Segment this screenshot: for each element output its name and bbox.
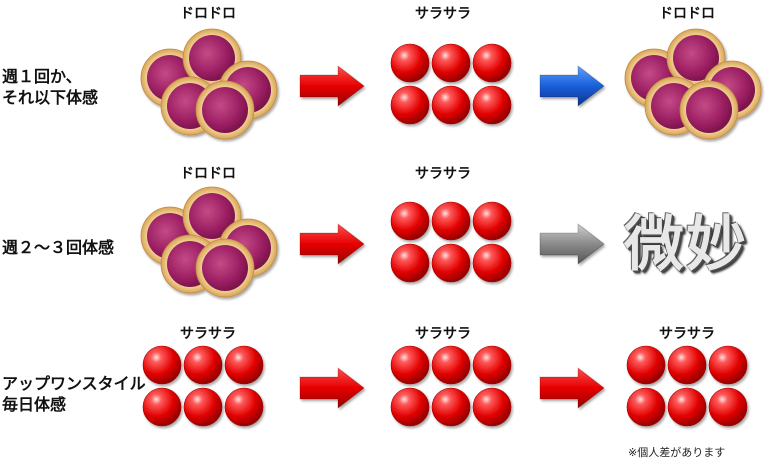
- clumped-cell-core: [189, 193, 235, 239]
- row1-red-right-arrow-icon-1: [299, 65, 365, 107]
- red-blood-cell: [472, 85, 512, 125]
- outcome-subtle-text: 微妙: [624, 210, 748, 280]
- row3-col1-red-blood-cells-separated-icon: [142, 345, 264, 427]
- row1-col3-red-blood-cells-clumped-icon: [624, 28, 762, 140]
- clumped-cell-core: [673, 35, 719, 81]
- row3-red-right-arrow-icon-1: [299, 367, 365, 409]
- row-label-daily: アップワンスタイル 毎日体感: [2, 374, 146, 414]
- row-label-weekly-once: 週１回か、 それ以下体感: [2, 67, 99, 107]
- row3-col3-red-blood-cells-separated-icon: [626, 345, 748, 427]
- red-blood-cell: [626, 387, 666, 427]
- red-blood-cell: [626, 345, 666, 385]
- clumped-cell-core: [189, 35, 235, 81]
- red-blood-cell: [390, 387, 430, 427]
- red-blood-cell: [431, 387, 471, 427]
- red-blood-cell: [390, 201, 430, 241]
- red-blood-cell: [431, 201, 471, 241]
- red-blood-cell: [431, 85, 471, 125]
- row1-blue-right-arrow-icon-2: [539, 65, 605, 107]
- red-blood-cell: [667, 345, 707, 385]
- red-blood-cell: [142, 387, 182, 427]
- red-blood-cell: [224, 345, 264, 385]
- clumped-cell-core: [202, 87, 248, 133]
- red-blood-cell: [390, 85, 430, 125]
- red-blood-cell: [667, 387, 707, 427]
- row3-red-right-arrow-icon-2: [539, 367, 605, 409]
- row1-col2-red-blood-cells-separated-icon: [390, 43, 512, 125]
- disclaimer-note: ※個人差があります: [628, 446, 726, 459]
- state-label-r2-c1: ドロドロ: [180, 166, 236, 182]
- red-blood-cell: [183, 387, 223, 427]
- red-blood-cell: [390, 43, 430, 83]
- row3-col2-red-blood-cells-separated-icon: [390, 345, 512, 427]
- red-blood-cell: [472, 43, 512, 83]
- row2-col1-red-blood-cells-clumped-icon: [140, 186, 278, 298]
- red-blood-cell: [431, 345, 471, 385]
- red-blood-cell: [708, 387, 748, 427]
- red-blood-cell: [390, 345, 430, 385]
- red-blood-cell: [472, 387, 512, 427]
- red-blood-cell: [142, 345, 182, 385]
- state-label-r1-c2: サラサラ: [415, 6, 471, 22]
- clumped-cell-core: [202, 245, 248, 291]
- state-label-r2-c2: サラサラ: [415, 166, 471, 182]
- red-blood-cell: [472, 345, 512, 385]
- state-label-r1-c3: ドロドロ: [659, 6, 715, 22]
- row2-col2-red-blood-cells-separated-icon: [390, 201, 512, 283]
- row1-col1-red-blood-cells-clumped-icon: [140, 28, 278, 140]
- red-blood-cell: [390, 243, 430, 283]
- red-blood-cell: [224, 387, 264, 427]
- state-label-r3-c2: サラサラ: [415, 326, 471, 342]
- red-blood-cell: [472, 243, 512, 283]
- row-label-weekly-2-3: 週２〜３回体感: [2, 238, 115, 257]
- row2-gray-right-arrow-icon-2: [539, 223, 605, 265]
- clumped-cell-core: [686, 87, 732, 133]
- red-blood-cell: [472, 201, 512, 241]
- red-blood-cell: [183, 345, 223, 385]
- red-blood-cell: [431, 243, 471, 283]
- state-label-r3-c3: サラサラ: [659, 326, 715, 342]
- row2-red-right-arrow-icon-1: [299, 223, 365, 265]
- red-blood-cell: [708, 345, 748, 385]
- red-blood-cell: [431, 43, 471, 83]
- state-label-r1-c1: ドロドロ: [180, 6, 236, 22]
- state-label-r3-c1: サラサラ: [180, 326, 236, 342]
